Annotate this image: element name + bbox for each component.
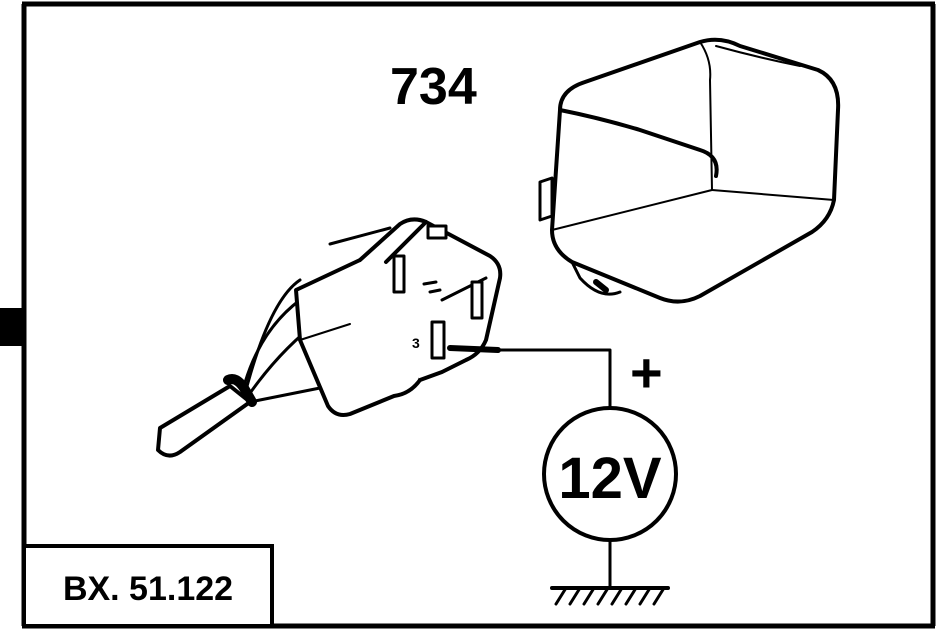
page-edge-tab [0, 308, 24, 346]
reference-code: BX. 51.122 [63, 570, 233, 608]
figure-number: 734 [390, 58, 477, 116]
reference-box [22, 544, 274, 628]
ground-symbol [550, 538, 670, 606]
test-wire [447, 345, 612, 408]
plus-symbol: + [630, 341, 663, 404]
relay-cover [538, 37, 841, 304]
terminal-label: 3 [412, 335, 420, 351]
relay-connector [156, 217, 503, 458]
voltage-label: 12V [558, 446, 662, 511]
